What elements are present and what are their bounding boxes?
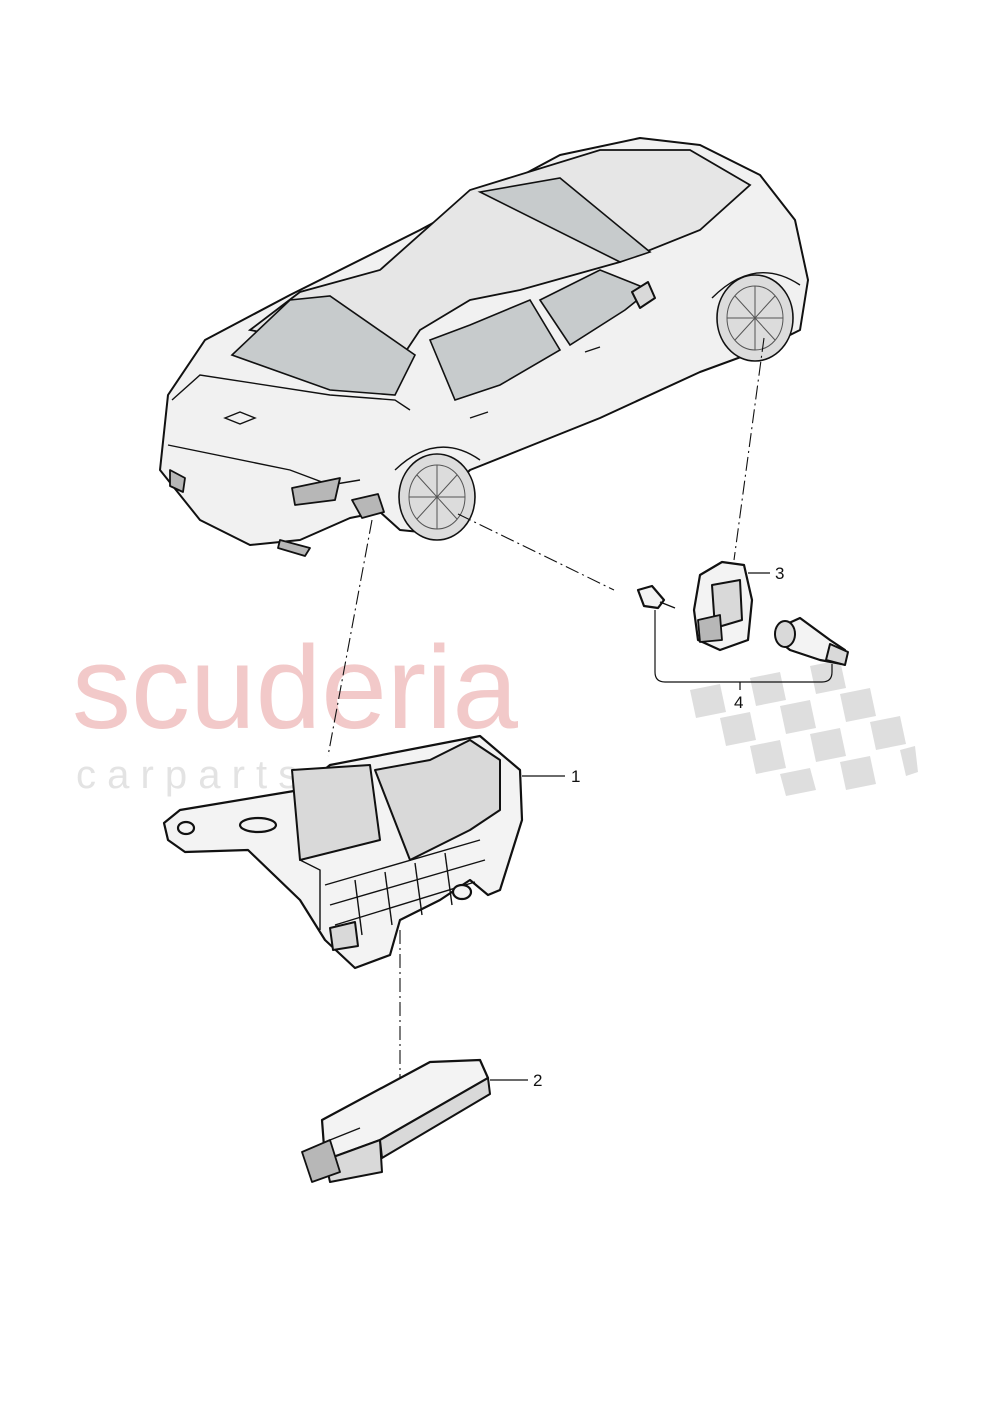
sensor-screw: [636, 584, 666, 610]
watermark-subtitle: c a r p a r t s: [76, 753, 298, 797]
watermark: scuderia c a r p a r t s: [72, 622, 918, 797]
car-illustration: [159, 137, 809, 557]
assembly-lines: [327, 337, 765, 1100]
watermark-brand: scuderia: [72, 622, 518, 754]
bracket-location-marker: [351, 493, 385, 519]
checkered-flag-watermark: [690, 660, 918, 796]
part-1-receiver-bracket: 1: [162, 734, 580, 970]
rear-side-window: [428, 298, 562, 401]
windshield: [477, 177, 652, 263]
callout-2: 2: [533, 1071, 542, 1090]
callout-4: 4: [734, 693, 743, 712]
part-3-tyre-pressure-sensor: 3: [692, 560, 784, 652]
callout-3: 3: [775, 564, 784, 583]
tail-light-left: [169, 469, 186, 493]
part-2-receiver-module: 2: [301, 1058, 542, 1183]
callout-1: 1: [571, 767, 580, 786]
part-4-valve-set: 4: [636, 584, 849, 712]
rear-window: [230, 295, 417, 396]
tail-light: [291, 477, 341, 506]
